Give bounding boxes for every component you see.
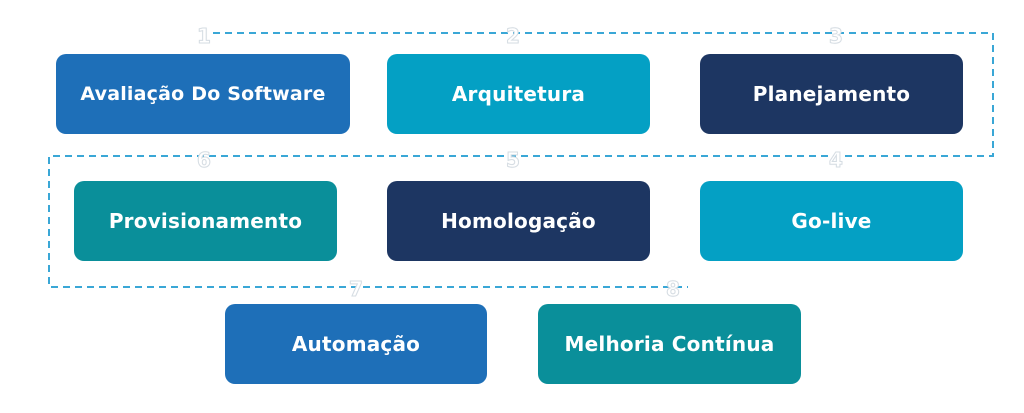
step-5-number: 5 [506, 148, 521, 172]
step-6-label: Provisionamento [108, 209, 303, 233]
step-5-box: Homologação [387, 181, 650, 261]
connector-row-1 [48, 32, 994, 288]
step-6-box: Provisionamento [74, 181, 337, 261]
step-6-number: 6 [197, 148, 212, 172]
step-3-number: 3 [829, 24, 844, 48]
step-1-box: Avaliação Do Software [56, 54, 350, 134]
step-7-box: Automação [225, 304, 487, 384]
step-7-label: Automação [291, 332, 421, 356]
step-2-label: Arquitetura [451, 82, 586, 106]
step-3-label: Planejamento [752, 82, 911, 106]
step-1-label: Avaliação Do Software [80, 83, 326, 105]
step-4-box: Go-live [700, 181, 963, 261]
step-1-number: 1 [197, 24, 212, 48]
step-4-label: Go-live [791, 209, 872, 233]
step-2-number: 2 [506, 24, 521, 48]
step-3-box: Planejamento [700, 54, 963, 134]
step-8-number: 8 [666, 277, 681, 301]
step-7-number: 7 [349, 277, 364, 301]
step-4-number: 4 [829, 148, 844, 172]
step-5-label: Homologação [441, 209, 596, 233]
step-8-box: Melhoria Contínua [538, 304, 801, 384]
step-8-label: Melhoria Contínua [564, 332, 775, 356]
step-2-box: Arquitetura [387, 54, 650, 134]
